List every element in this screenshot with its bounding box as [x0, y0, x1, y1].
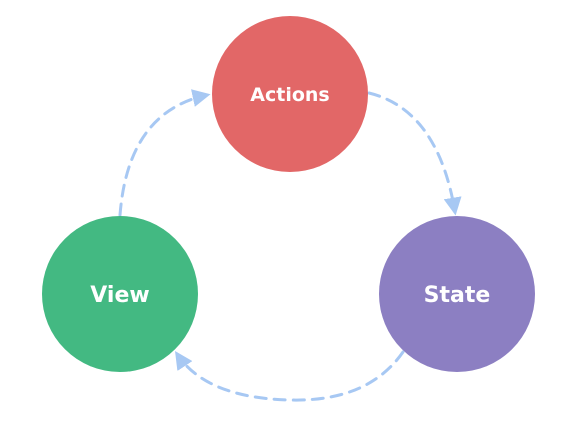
edge-actions-to-state	[367, 91, 462, 216]
edge-view-to-actions	[118, 89, 211, 217]
node-view-circle	[42, 216, 198, 372]
node-view: View	[42, 216, 198, 372]
node-view-label: View	[90, 283, 149, 308]
node-state-label: State	[424, 283, 491, 308]
edge-state-to-view	[175, 350, 405, 402]
node-state: State	[379, 216, 535, 372]
node-actions: Actions	[212, 16, 368, 172]
node-actions-label: Actions	[250, 84, 329, 106]
node-state-circle	[379, 216, 535, 372]
node-actions-circle	[212, 16, 368, 172]
